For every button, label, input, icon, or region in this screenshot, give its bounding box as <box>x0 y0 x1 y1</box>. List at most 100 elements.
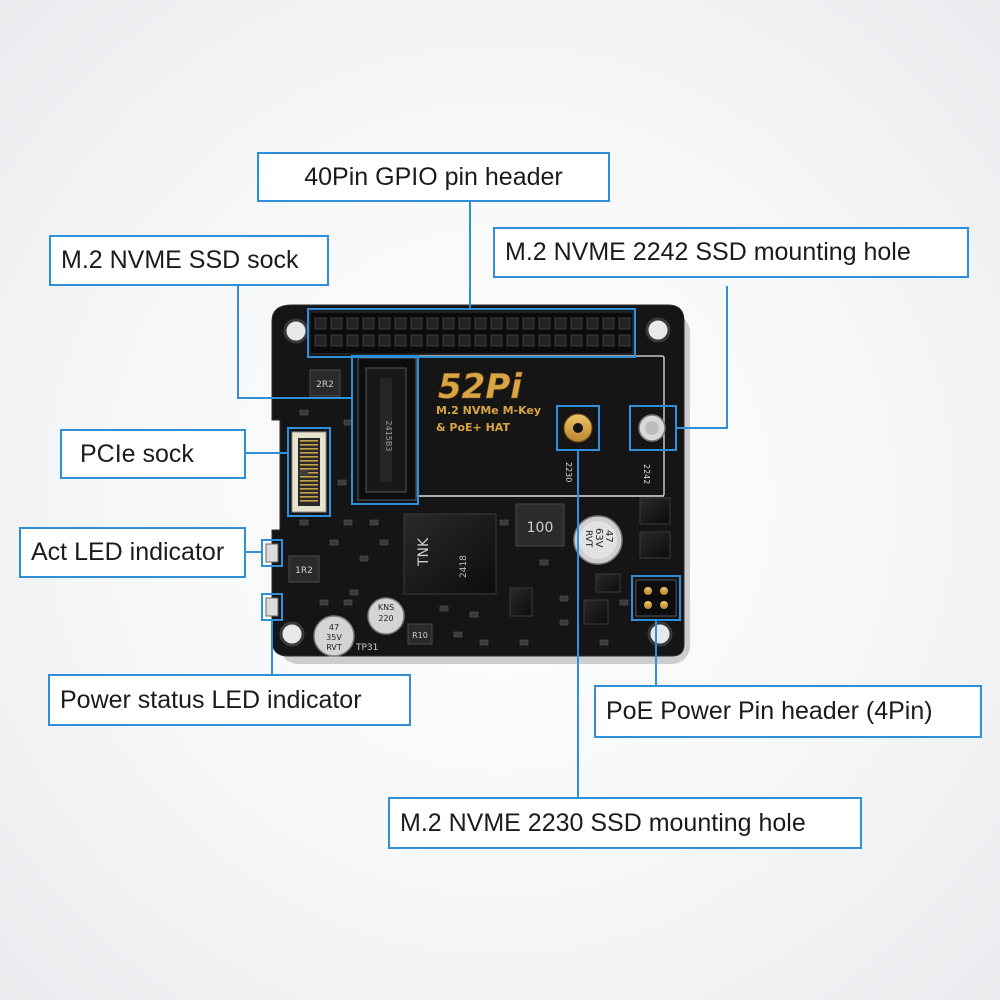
gpio-pin <box>538 334 551 347</box>
act-led-graphic <box>265 543 279 563</box>
gpio-pin <box>410 317 423 330</box>
gpio-pin <box>330 317 343 330</box>
pcie-contact <box>300 460 318 462</box>
gpio-pin <box>442 334 455 347</box>
smd-component <box>349 589 359 596</box>
board-logo: 52Pi <box>438 367 523 407</box>
pcie-contact <box>300 476 318 478</box>
smd-component <box>539 559 549 566</box>
callout-hole-2230: M.2 NVME 2230 SSD mounting hole <box>388 797 862 849</box>
inductor-1r2: 1R2 <box>288 555 320 583</box>
gpio-pin <box>314 317 327 330</box>
callout-m2-sock: M.2 NVME SSD sock <box>49 235 329 286</box>
smd-component <box>299 469 309 476</box>
smd-component <box>299 409 309 416</box>
board-subtitle-2: & PoE+ HAT <box>436 421 510 434</box>
svg-text:2230: 2230 <box>564 462 573 482</box>
gpio-header-graphic <box>309 311 634 355</box>
gpio-pin <box>426 317 439 330</box>
smd-component <box>329 539 339 546</box>
capacitor-35v: 47 35V RVT <box>313 615 355 657</box>
gpio-pin <box>618 334 631 347</box>
pcie-contact <box>300 444 318 446</box>
pcie-contact <box>300 480 318 482</box>
gpio-pin <box>506 334 519 347</box>
smd-component <box>343 599 353 606</box>
pcie-contact <box>300 488 318 490</box>
smd-component <box>559 619 569 626</box>
svg-text:2415B3: 2415B3 <box>384 421 393 452</box>
board-subtitle-1: M.2 NVMe M-Key <box>436 404 541 417</box>
smd-component <box>343 519 353 526</box>
smd-component <box>299 519 309 526</box>
smd-component <box>519 639 529 646</box>
capacitor-kns: KNS 220 <box>367 597 405 635</box>
callout-hole-2242: M.2 NVME 2242 SSD mounting hole <box>493 227 969 278</box>
gpio-pin <box>442 317 455 330</box>
smd-component <box>599 639 609 646</box>
gpio-pin <box>602 334 615 347</box>
gpio-pin <box>378 317 391 330</box>
pcie-contact <box>300 448 318 450</box>
callout-hole-2230-text: M.2 NVME 2230 SSD mounting hole <box>400 808 806 837</box>
gpio-pin <box>602 317 615 330</box>
gpio-pin <box>410 334 423 347</box>
callout-act-led: Act LED indicator <box>19 527 246 578</box>
gpio-pin <box>330 334 343 347</box>
svg-text:RVT: RVT <box>583 530 593 548</box>
pcie-contact <box>300 500 318 502</box>
callout-poe-header-text: PoE Power Pin header (4Pin) <box>606 697 933 725</box>
svg-text:2R2: 2R2 <box>316 380 334 390</box>
svg-text:1R2: 1R2 <box>295 566 313 576</box>
hole-2230-graphic: 2230 <box>563 413 593 482</box>
callout-power-led: Power status LED indicator <box>48 674 411 726</box>
callout-gpio-header-text: 40Pin GPIO pin header <box>304 162 563 191</box>
gpio-pin <box>570 334 583 347</box>
callout-m2-sock-text: M.2 NVME SSD sock <box>61 246 299 274</box>
gpio-pin <box>394 317 407 330</box>
svg-text:47: 47 <box>329 623 339 632</box>
smd-component <box>337 479 347 486</box>
test-point-label: TP31 <box>355 643 378 653</box>
gpio-pin <box>458 334 471 347</box>
pcie-connector-graphic <box>291 431 327 513</box>
pcie-contact <box>300 492 318 494</box>
gpio-pin <box>362 334 375 347</box>
poe-header-graphic <box>635 579 677 617</box>
svg-text:100: 100 <box>527 520 554 536</box>
gpio-pin <box>554 334 567 347</box>
svg-text:2242: 2242 <box>642 464 651 484</box>
smd-component <box>369 519 379 526</box>
gpio-pin <box>394 334 407 347</box>
gpio-pin <box>362 317 375 330</box>
smd-component <box>479 639 489 646</box>
pcie-contact <box>300 452 318 454</box>
gpio-pin <box>346 317 359 330</box>
smd-component <box>359 555 369 562</box>
gpio-pin <box>586 317 599 330</box>
gpio-pin <box>458 317 471 330</box>
pcie-contact <box>300 472 318 474</box>
gpio-pin <box>522 334 535 347</box>
smd-component <box>439 605 449 612</box>
svg-text:2418: 2418 <box>459 555 469 578</box>
smd-component <box>379 539 389 546</box>
pcie-contact <box>300 440 318 442</box>
gpio-pin <box>586 334 599 347</box>
smd-component <box>559 595 569 602</box>
gpio-pin <box>474 317 487 330</box>
svg-text:220: 220 <box>378 614 393 623</box>
pcie-contact <box>300 496 318 498</box>
smd-component <box>619 599 629 606</box>
resistor-r10: R10 <box>407 623 433 645</box>
svg-text:R10: R10 <box>412 631 428 640</box>
gpio-pin <box>346 334 359 347</box>
callout-gpio-header: 40Pin GPIO pin header <box>257 152 610 202</box>
capacitor-63v: 47 63V RVT <box>573 515 623 565</box>
pcie-contact <box>300 468 318 470</box>
inductor-2r2: 2R2 <box>309 369 341 397</box>
corner-mounting-holes <box>279 317 673 647</box>
gpio-pin <box>426 334 439 347</box>
